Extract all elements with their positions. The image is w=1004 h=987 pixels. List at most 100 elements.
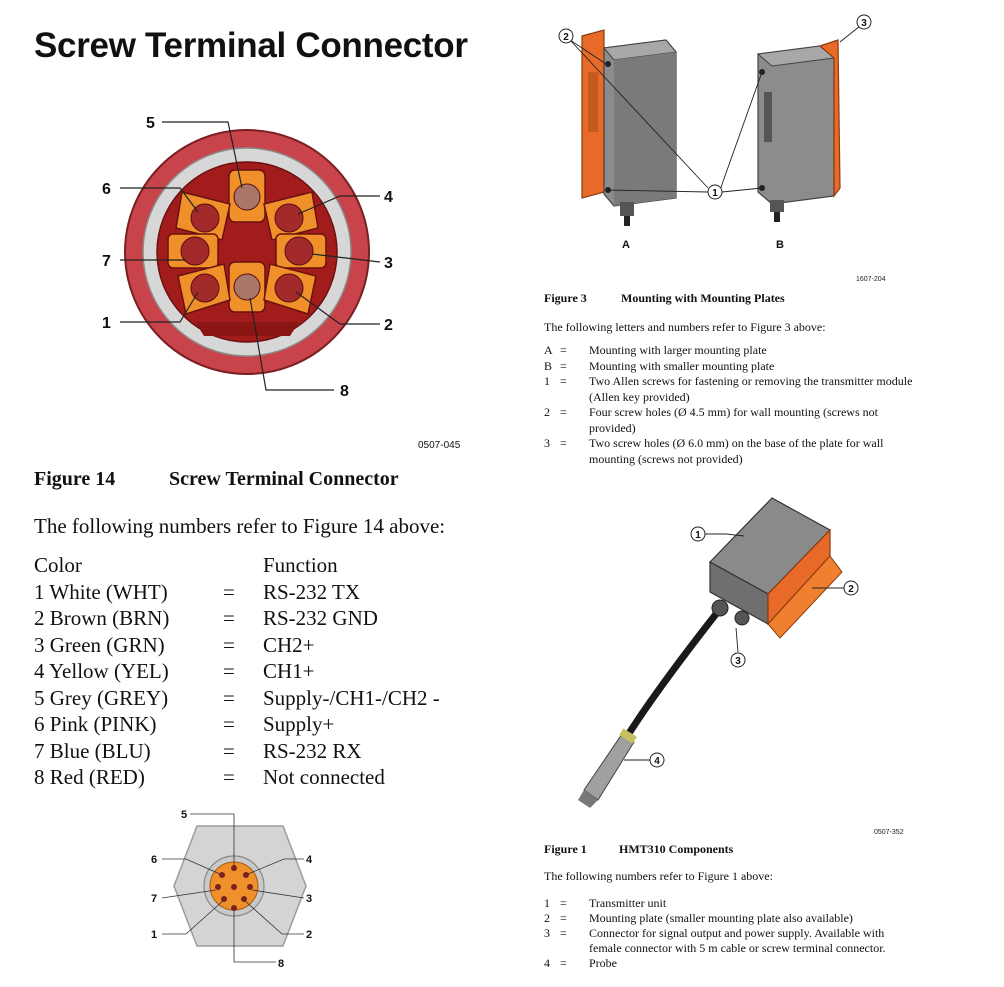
list-item: 2=Four screw holes (Ø 4.5 mm) for wall m… — [544, 405, 919, 436]
callout-8: 8 — [340, 383, 349, 400]
fig1-callout-1: 1 — [695, 530, 701, 541]
fig3-code: 1607-204 — [856, 276, 886, 283]
callout-numbers: 5 6 4 7 3 1 2 8 — [102, 115, 393, 400]
fig1-caption-number: Figure 1 — [544, 842, 587, 856]
row-eq: = — [223, 685, 235, 710]
item-text: Probe — [589, 956, 617, 970]
item-text: Mounting with larger mounting plate — [589, 343, 767, 357]
list-item: 4 = Probe — [544, 956, 909, 971]
fig3-device-labels: A B — [622, 239, 784, 251]
pinout-pins — [215, 865, 253, 911]
row-function: Supply-/CH1-/CH2 - — [263, 685, 440, 710]
pin-hole-8 — [233, 273, 261, 301]
table-row: 2 Brown (BRN)=RS-232 GND — [34, 605, 440, 632]
item-eq: = — [560, 374, 567, 388]
callout-5: 5 — [146, 115, 155, 132]
list-item: 2=Mounting plate (smaller mounting plate… — [544, 911, 909, 926]
fig3-callout-3: 3 — [861, 18, 867, 29]
row-eq: = — [223, 579, 235, 604]
fig1-code: 0507-352 — [874, 829, 904, 836]
fig3-caption-title: Mounting with Mounting Plates — [621, 291, 785, 305]
item-eq: = — [560, 896, 567, 910]
pinout-callout-3: 3 — [306, 893, 312, 905]
pin-hole-3 — [284, 236, 314, 266]
table-row: 5 Grey (GREY)=Supply-/CH1-/CH2 - — [34, 685, 440, 712]
table-row: 8 Red (RED)=Not connected — [34, 764, 440, 791]
fig1-legend-list: 1=Transmitter unit 2=Mounting plate (sma… — [544, 896, 909, 971]
item-key: 1 — [544, 896, 550, 910]
callout-3: 3 — [384, 255, 393, 272]
item-text: Mounting plate (smaller mounting plate a… — [589, 911, 853, 925]
pinout-callout-7: 7 — [151, 893, 157, 905]
fig3-callout-circles — [558, 14, 872, 200]
row-color: 6 Pink (PINK) — [34, 712, 157, 736]
row-eq: = — [223, 765, 235, 789]
pin-hole-7 — [180, 236, 210, 266]
row-function: Not connected — [263, 765, 385, 789]
item-eq: = — [560, 956, 567, 970]
label-a: A — [622, 239, 630, 251]
header-color: Color — [34, 553, 82, 577]
pin-hole-2 — [274, 273, 304, 303]
fig3-callout-1: 1 — [712, 188, 718, 199]
row-function: RS-232 RX — [263, 738, 362, 763]
fig14-code: 0507-045 — [418, 440, 461, 451]
item-text: Mounting with smaller mounting plate — [589, 358, 775, 373]
probe — [578, 728, 637, 808]
item-key: 4 — [544, 956, 550, 970]
callout-6: 6 — [102, 181, 111, 198]
row-function: Supply+ — [263, 712, 335, 736]
row-color: 7 Blue (BLU) — [34, 738, 151, 763]
row-eq: = — [223, 632, 235, 657]
list-item: B=Mounting with smaller mounting plate — [544, 359, 919, 375]
pinout-callout-6: 6 — [151, 854, 157, 866]
pinout-callout-1: 1 — [151, 929, 157, 941]
hmt310-components-illustration: 1 2 3 4 0507-352 — [578, 497, 904, 836]
table-row: 3 Green (GRN)=CH2+ — [34, 632, 440, 659]
pinout-callout-4: 4 — [306, 854, 313, 866]
fig3-callout-lines — [569, 25, 861, 193]
fig1-callout-4: 4 — [654, 756, 660, 767]
small-pinout-diagram: 5 6 4 7 3 1 2 8 — [151, 809, 313, 970]
pinout-callout-lines — [161, 813, 305, 963]
pin-hole-1 — [190, 273, 220, 303]
list-item: 3=Two screw holes (Ø 6.0 mm) on the base… — [544, 436, 919, 467]
row-eq: = — [223, 659, 235, 683]
label-b: B — [776, 239, 784, 251]
screw-terminal-connector-diagram: 5 6 4 7 3 1 2 8 — [102, 115, 393, 400]
callout-4: 4 — [384, 189, 393, 206]
fig1-callout-lines — [624, 533, 844, 761]
row-color: 1 White (WHT) — [34, 579, 168, 604]
row-color: 4 Yellow (YEL) — [34, 659, 169, 683]
callout-1: 1 — [102, 315, 111, 332]
pin-holes — [180, 183, 314, 303]
item-text: Two Allen screws for fastening or removi… — [589, 374, 913, 404]
pinout-callout-2: 2 — [306, 929, 312, 941]
callout-7: 7 — [102, 253, 111, 270]
item-text: Four screw holes (Ø 4.5 mm) for wall mou… — [589, 405, 878, 435]
fig14-caption-number: Figure 14 — [34, 468, 116, 490]
fig3-legend-list: A=Mounting with larger mounting plate B=… — [544, 343, 919, 467]
item-key: 1 — [544, 374, 550, 388]
fig1-callout-3: 3 — [735, 656, 741, 667]
table-header: Color Function — [34, 552, 440, 579]
fig3-callout-numbers: 2 1 3 — [563, 18, 867, 199]
fig3-caption-number: Figure 3 — [544, 291, 587, 305]
callout-lines — [120, 121, 381, 391]
page-title: Screw Terminal Connector — [34, 26, 468, 65]
table-row: 4 Yellow (YEL)=CH1+ — [34, 658, 440, 685]
item-key: 3 — [544, 926, 550, 940]
item-text: Two screw holes (Ø 6.0 mm) on the base o… — [589, 436, 884, 466]
item-key: 3 — [544, 436, 550, 450]
fig3-caption: Figure 3 Mounting with Mounting Plates — [544, 291, 785, 306]
row-function: RS-232 TX — [263, 579, 361, 604]
pinout-callout-numbers: 5 6 4 7 3 1 2 8 — [151, 809, 313, 970]
fig14-caption-title: Screw Terminal Connector — [169, 468, 399, 490]
item-key: B — [544, 358, 553, 373]
row-function: RS-232 GND — [263, 606, 378, 630]
fig1-intro: The following numbers refer to Figure 1 … — [544, 869, 773, 883]
item-eq: = — [560, 343, 567, 357]
list-item: 1 = Two Allen screws for fastening or remo… — [544, 374, 919, 405]
list-item: 1=Transmitter unit — [544, 896, 909, 911]
